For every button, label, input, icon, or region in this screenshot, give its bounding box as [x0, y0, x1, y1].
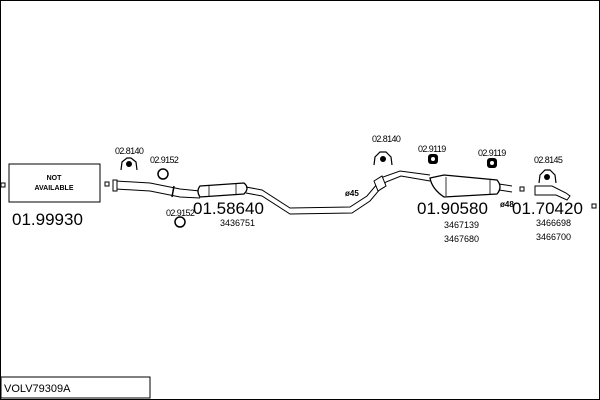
hanger-block-icon — [487, 158, 497, 168]
centre-silencer — [197, 182, 248, 198]
part-number-label: 01.58640 — [193, 199, 264, 218]
mounting-code-label: 02.9152 — [166, 208, 195, 218]
title-block — [0, 376, 151, 399]
tail-pipe — [534, 185, 571, 201]
not-available-line-2: AVAILABLE — [34, 185, 73, 192]
ring-mount-icon — [157, 168, 169, 180]
not-available-box — [8, 163, 101, 203]
middle-pipe-bracket — [373, 175, 387, 192]
clamp-mark — [171, 185, 175, 198]
mounting-code-label: 02.9152 — [150, 155, 179, 165]
ring-mount-icon — [174, 216, 186, 228]
hanger-block-icon — [428, 154, 438, 164]
not-available-line-1: NOT — [47, 175, 63, 182]
part-number-label: 01.90580 — [417, 199, 488, 218]
oe-number-label: 3436751 — [220, 218, 255, 228]
middle-pipe-outline — [245, 170, 431, 215]
mounting-code-label: 02.9119 — [418, 144, 446, 154]
rear-connector-marker — [519, 186, 525, 192]
box-connector-marker — [104, 181, 110, 187]
mounting-code-label: 02.9119 — [478, 148, 506, 158]
mounting-code-label: 02.8140 — [115, 146, 144, 156]
saddle-mount-icon — [373, 151, 393, 166]
oe-number-label: 3466698 — [536, 218, 571, 228]
rear-silencer-outlet — [498, 183, 513, 193]
diameter-callout: ø48 — [500, 200, 514, 209]
model-code-label: VOLV79309A — [4, 383, 71, 395]
oe-number-label: 3467139 — [444, 220, 479, 230]
diameter-callout: ø45 — [345, 189, 359, 198]
saddle-mount-icon — [120, 157, 138, 171]
mounting-code-label: 02.8145 — [534, 155, 563, 165]
rear-silencer — [429, 174, 501, 198]
saddle-mount-icon — [538, 169, 557, 184]
right-connector-marker — [591, 203, 597, 209]
part-number-label: 01.70420 — [512, 199, 583, 218]
part-number-label: 01.99930 — [12, 210, 83, 229]
front-pipe-flange — [112, 179, 118, 192]
mounting-code-label: 02.8140 — [372, 134, 401, 144]
front-pipe-outline — [115, 180, 201, 199]
left-connector-marker — [0, 182, 6, 188]
oe-number-label: 3467680 — [444, 234, 479, 244]
oe-number-label: 3466700 — [536, 232, 571, 242]
